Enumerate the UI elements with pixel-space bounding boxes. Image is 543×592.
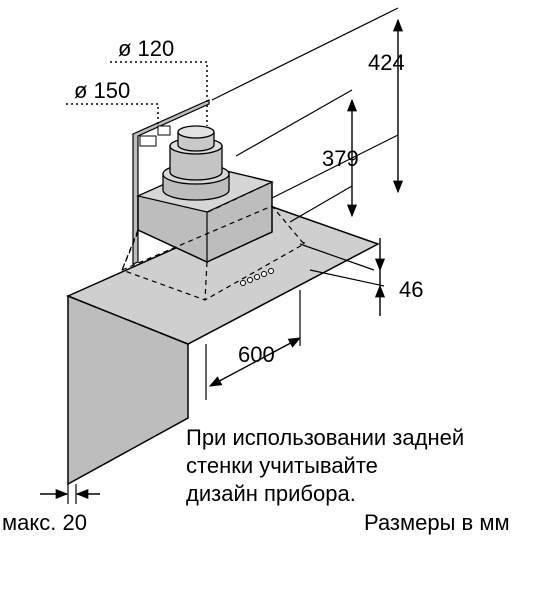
note-line-3: дизайн прибора.	[186, 481, 356, 506]
dim-height-424: 424	[368, 50, 405, 75]
note-line-2: стенки учитывайте	[186, 453, 378, 478]
dim-diameter-120: ø 120	[118, 36, 174, 61]
control-buttons	[240, 268, 274, 286]
dim-width-600: 600	[238, 342, 275, 367]
extension-lines	[67, 7, 399, 504]
max-gap-label: макс. 20	[2, 510, 87, 535]
note-line-1: При использовании задней	[186, 425, 465, 450]
diameter-leaders	[66, 61, 208, 126]
dim-depth-46: 46	[399, 277, 423, 302]
duct-connector	[162, 125, 230, 201]
wall-mount-plate	[132, 99, 210, 265]
rear-wall-note: При использовании задней стенки учитывай…	[186, 424, 464, 508]
dim-diameter-150: ø 150	[74, 78, 130, 103]
hidden-outline	[121, 181, 305, 301]
units-label: Размеры в мм	[364, 510, 510, 535]
dimension-arrows	[40, 18, 404, 500]
dim-height-379: 379	[322, 146, 359, 171]
